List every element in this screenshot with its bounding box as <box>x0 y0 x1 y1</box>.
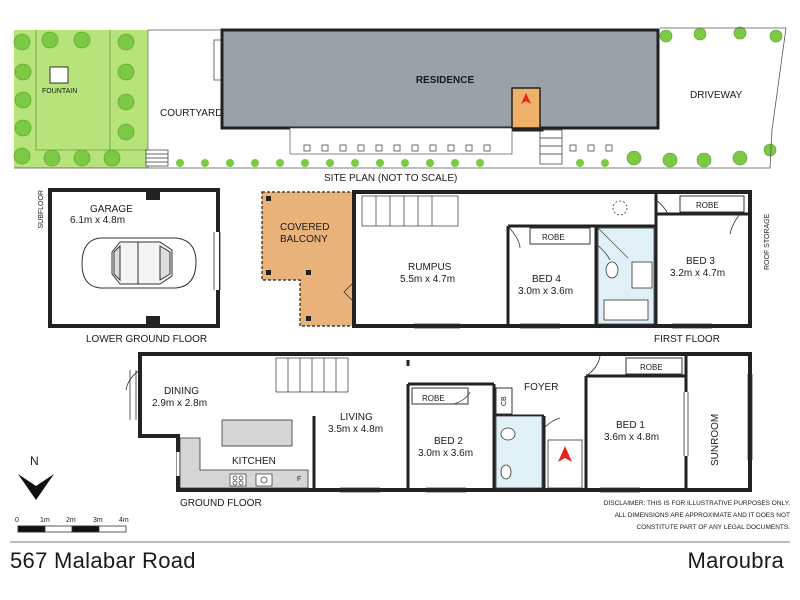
balcony-label-2: BALCONY <box>280 234 328 245</box>
site-plan-caption: SITE PLAN (NOT TO SCALE) <box>324 173 458 184</box>
bed2-label: BED 2 <box>434 436 463 447</box>
disclaimer-line-1: DISCLAIMER: THIS IS FOR ILLUSTRATIVE PUR… <box>603 500 790 507</box>
scale-bar <box>17 525 127 533</box>
garage-size: 6.1m x 4.8m <box>70 215 126 226</box>
scale-label-4: 4m <box>119 517 129 524</box>
dining-label: DINING <box>164 386 199 397</box>
rumpus-label: RUMPUS <box>408 262 452 273</box>
trees <box>13 26 783 168</box>
bed3-size: 3.2m x 4.7m <box>670 268 726 279</box>
disclaimer: DISCLAIMER: THIS IS FOR ILLUSTRATIVE PUR… <box>594 498 790 534</box>
property-address: 567 Malabar Road <box>10 548 196 573</box>
courtyard-label: COURTYARD <box>160 108 223 119</box>
location-marker-icon <box>558 446 572 462</box>
bed1-size: 3.6m x 4.8m <box>604 432 660 443</box>
covered-balcony <box>261 191 355 327</box>
fountain <box>49 66 69 84</box>
fountain-label: FOUNTAIN <box>42 88 78 95</box>
north-label: N <box>30 454 39 468</box>
car-icon <box>81 237 197 289</box>
living-size: 3.5m x 4.8m <box>328 424 384 435</box>
kitchen-bench <box>179 437 309 489</box>
kitchen-island <box>221 419 293 447</box>
subfloor-label: SUBFLOOR <box>38 190 45 229</box>
garage-label: GARAGE <box>90 204 133 215</box>
robe-bed1-label: ROBE <box>640 363 663 372</box>
ground-floor-plan <box>125 352 753 493</box>
disclaimer-line-2: ALL DIMENSIONS ARE APPROXIMATE AND IT DO… <box>614 512 790 519</box>
sunroom-label: SUNROOM <box>710 413 721 467</box>
cb-label: CB <box>501 396 508 406</box>
robe-bed3-label: ROBE <box>696 201 719 210</box>
hedge <box>176 159 609 167</box>
first-floor-plan <box>261 190 752 329</box>
robe-bed4-label: ROBE <box>542 233 565 242</box>
scale-label-1: 1m <box>40 517 50 524</box>
robe-bed2-label: ROBE <box>422 394 445 403</box>
site-plan <box>13 26 787 169</box>
driveway-label: DRIVEWAY <box>690 90 743 101</box>
first-floor-caption: FIRST FLOOR <box>654 334 720 345</box>
rumpus-size: 5.5m x 4.7m <box>400 274 456 285</box>
scale-label-2: 2m <box>66 517 76 524</box>
north-arrow-icon <box>18 474 54 500</box>
ground-floor-caption: GROUND FLOOR <box>180 498 262 509</box>
kitchen-label: KITCHEN <box>232 456 276 467</box>
scale-label-3: 3m <box>93 517 103 524</box>
bed4-size: 3.0m x 3.6m <box>518 286 574 297</box>
bed4-label: BED 4 <box>532 274 561 285</box>
fridge-label: F <box>297 476 302 483</box>
location-marker-icon <box>521 93 531 104</box>
garage-plan <box>48 188 221 328</box>
dining-size: 2.9m x 2.8m <box>152 398 208 409</box>
lower-ground-caption: LOWER GROUND FLOOR <box>86 334 208 345</box>
bed3-label: BED 3 <box>686 256 715 267</box>
residence-label: RESIDENCE <box>415 75 475 86</box>
bed2-size: 3.0m x 3.6m <box>418 448 474 459</box>
balcony-label-1: COVERED <box>280 222 330 233</box>
foyer-label: FOYER <box>524 382 559 393</box>
bed1-label: BED 1 <box>616 420 645 431</box>
roof-storage-label: ROOF STORAGE <box>764 213 771 270</box>
disclaimer-line-3: CONSTITUTE PART OF ANY LEGAL DOCUMENTS. <box>636 524 791 531</box>
property-suburb: Maroubra <box>687 548 784 573</box>
scale-label-0: 0 <box>15 517 19 524</box>
living-label: LIVING <box>340 412 373 423</box>
